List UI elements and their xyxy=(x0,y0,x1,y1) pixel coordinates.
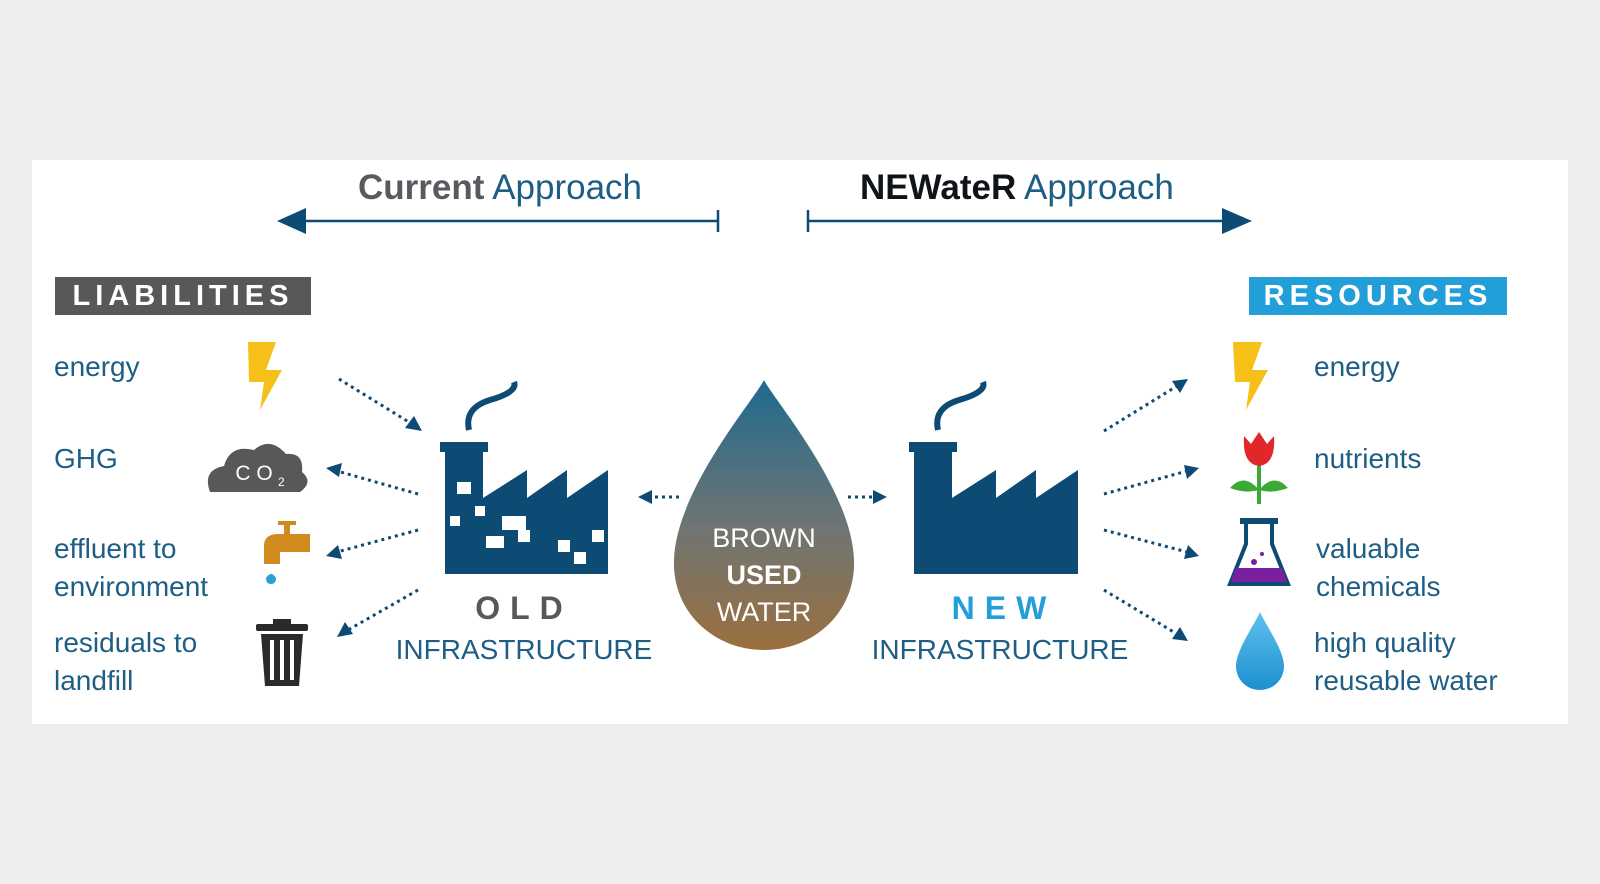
arrowheads xyxy=(326,379,1199,641)
svg-text:C O: C O xyxy=(235,462,272,485)
energy-resource-arrow xyxy=(1103,384,1178,433)
resource-nutrients-label: nutrients xyxy=(1314,443,1422,474)
svg-text:2: 2 xyxy=(278,475,285,489)
new-infrastructure-sub: INFRASTRUCTURE xyxy=(871,634,1129,665)
new-infrastructure-word: NEW xyxy=(951,590,1057,626)
effluent-out-arrow xyxy=(336,528,419,554)
newwater-approach-title: NEWateR Approach xyxy=(860,168,1174,208)
newwater-approach-rest: Approach xyxy=(1016,168,1174,207)
faucet-icon xyxy=(264,521,310,584)
used-water-line1: BROWN xyxy=(712,523,816,553)
resource-water-label: high quality reusable water xyxy=(1314,627,1498,696)
liability-arrows xyxy=(336,377,1188,636)
nutrients-resource-arrow xyxy=(1103,469,1188,496)
flask-icon xyxy=(1227,518,1291,586)
used-water-line3: WATER xyxy=(716,597,812,627)
current-approach-arrow xyxy=(277,208,720,234)
newwater-approach-arrow xyxy=(806,208,1252,234)
water-drop-icon xyxy=(1236,612,1284,690)
old-factory-icon xyxy=(440,380,608,574)
used-water-drop-icon xyxy=(673,380,855,650)
resource-chemicals-label: valuable chemicals xyxy=(1316,533,1441,602)
old-infrastructure-word: OLD xyxy=(475,590,573,626)
co2-cloud-icon: C O 2 xyxy=(207,443,308,492)
lightning-icon-resources xyxy=(1233,342,1268,410)
liability-residuals-label: residuals to landfill xyxy=(54,627,198,696)
lightning-icon xyxy=(248,342,282,410)
liability-effluent-label: effluent to environment xyxy=(54,533,209,602)
current-approach-bold: Current xyxy=(358,168,485,207)
chemicals-resource-arrow xyxy=(1103,528,1188,554)
liabilities-badge: LIABILITIES xyxy=(55,277,311,315)
trash-bin-icon xyxy=(256,619,308,686)
newwater-approach-bold: NEWateR xyxy=(860,168,1017,207)
diagram-panel: Current Approach NEWateR Approach xyxy=(32,160,1568,724)
ghg-out-arrow xyxy=(336,469,419,496)
flower-icon xyxy=(1230,432,1288,504)
new-factory-icon xyxy=(909,380,1078,574)
liability-ghg-label: GHG xyxy=(54,443,118,474)
resource-energy-label: energy xyxy=(1314,351,1400,382)
current-approach-title: Current Approach xyxy=(358,168,642,208)
used-water-line2: USED xyxy=(726,560,802,590)
water-resource-arrow xyxy=(1103,588,1178,636)
current-approach-rest: Approach xyxy=(484,168,643,207)
header-arrows: C O 2 xyxy=(207,208,1291,690)
old-infrastructure-sub: INFRASTRUCTURE xyxy=(395,634,653,665)
liability-energy-label: energy xyxy=(54,351,140,382)
energy-in-arrow xyxy=(338,377,413,426)
resources-badge: RESOURCES xyxy=(1249,277,1507,315)
